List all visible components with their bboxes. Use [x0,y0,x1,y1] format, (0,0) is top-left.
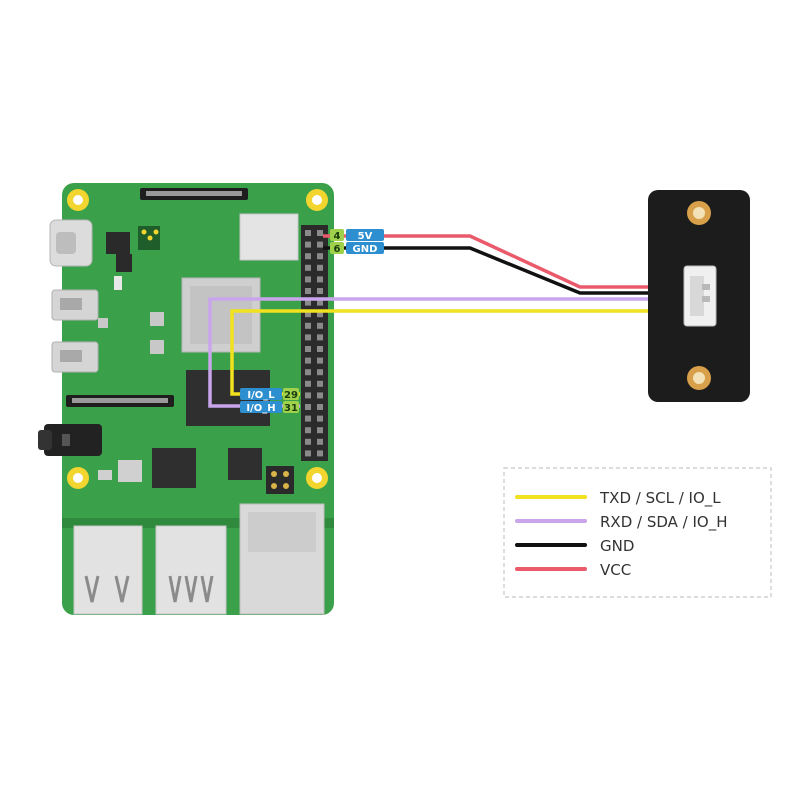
gpio-pin [317,311,323,318]
brass-insert-top [687,201,711,225]
legend-swatch-rxd [515,519,587,523]
gpio-pin [317,334,323,341]
gpio-header [301,225,328,461]
gpio-pin [305,369,311,376]
legend-item-gnd: GND [515,537,634,555]
gpio-pin [305,322,311,329]
gpio-pin [317,404,323,410]
legend-item-txd: TXD / SCL / IO_L [515,489,721,508]
legend-swatch-txd [515,495,587,499]
gpio-pin [305,427,311,434]
legend-label-txd: TXD / SCL / IO_L [599,489,721,508]
gpio-pin [317,450,323,457]
gpio-pin [317,253,323,260]
gpio-pin [305,450,311,457]
gpio-pin [317,392,323,399]
gpio-pin [305,404,311,410]
wire-gnd [323,246,690,295]
pin-io-l-tag: I/O_L 29 [240,388,299,401]
usb-port-2 [155,525,227,615]
legend-item-rxd: RXD / SDA / IO_H [515,513,728,532]
gpio-pin [317,357,323,364]
audio-jack [44,424,102,456]
pin-io-h-label: I/O_H [246,403,275,414]
gpio-pin [317,369,323,376]
poe-header [266,466,294,494]
pin-gnd-label: GND [353,244,378,255]
brass-insert-bottom [687,366,711,390]
pin-vcc-tag: 4 5V [330,229,384,242]
pin-gnd-number: 6 [334,244,341,255]
gpio-pin [305,380,311,387]
jst-connector [683,265,717,327]
gpio-pin [317,346,323,352]
legend-item-vcc: VCC [515,561,631,579]
gpio-pin [305,311,311,318]
sensor-module [648,190,750,402]
pin-vcc-label: 5V [358,231,373,242]
wire-legend: TXD / SCL / IO_L RXD / SDA / IO_H GND VC… [503,467,772,598]
gpio-pin [305,241,311,248]
mounting-hole-bottom-right [306,467,328,489]
gpio-pin [305,438,311,445]
gpio-pin [317,322,323,329]
gpio-pin [317,264,323,271]
mounting-hole-top-right [306,189,328,211]
pin-io-l-number: 29 [284,390,298,401]
gpio-pin [317,288,323,294]
gpio-pin [305,288,311,294]
legend-label-gnd: GND [600,537,634,555]
gpio-pin [305,346,311,352]
gpio-pin [317,241,323,248]
gpio-pin [305,253,311,260]
gpio-pin [305,276,311,283]
mounting-hole-top-left [67,189,89,211]
gpio-pin [317,299,323,306]
usb-port-1 [73,525,143,615]
gpio-pin [305,392,311,399]
pin-io-h-tag: I/O_H 31 [240,401,299,414]
gpio-pin [305,264,311,271]
pin-gnd-tag: 6 GND [330,242,384,255]
gpio-pin [305,334,311,341]
legend-swatch-gnd [515,543,587,547]
legend-label-vcc: VCC [600,561,631,579]
ethernet-port [239,503,325,615]
gpio-pin [305,415,311,422]
gpio-pin [317,380,323,387]
gpio-pin [305,357,311,364]
gpio-pin [305,230,311,236]
gpio-pin [317,230,323,236]
gpio-pin [305,299,311,306]
gpio-pin [317,276,323,283]
legend-label-rxd: RXD / SDA / IO_H [600,513,728,532]
gpio-pin [317,438,323,445]
gpio-pin [317,427,323,434]
gpio-pin [317,415,323,422]
mounting-hole-bottom-left [67,467,89,489]
wire-vcc [323,234,690,289]
legend-swatch-vcc [515,567,587,571]
pin-vcc-number: 4 [334,231,341,242]
pin-io-h-number: 31 [284,403,298,414]
pin-io-l-label: I/O_L [247,390,275,401]
raspberry-pi-board [38,183,334,615]
